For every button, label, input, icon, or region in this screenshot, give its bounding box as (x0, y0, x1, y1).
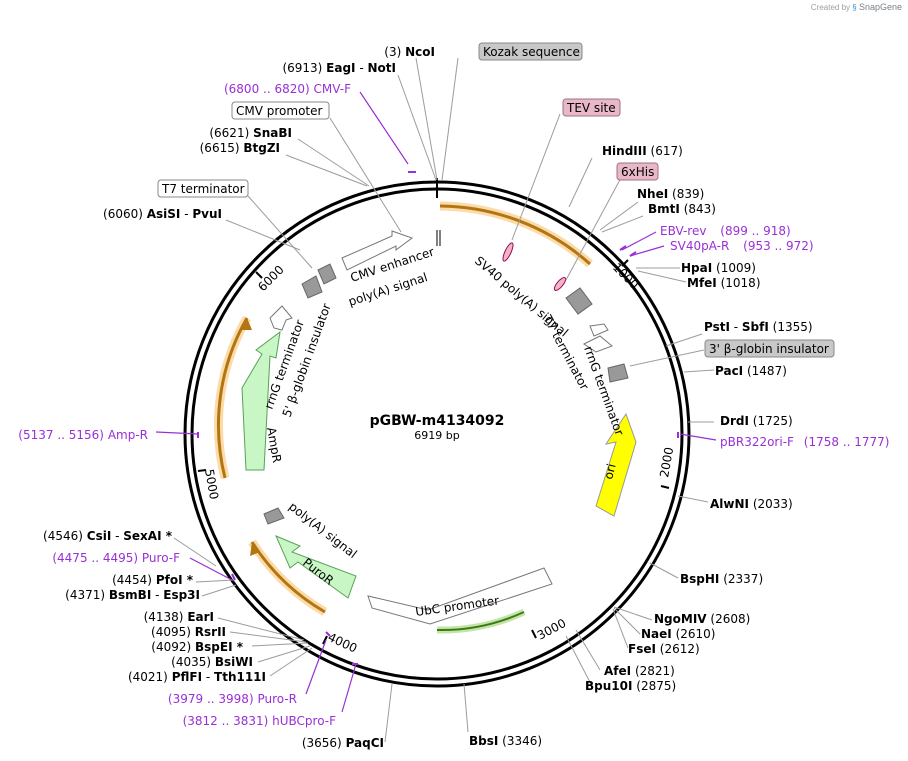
tick-3000 (531, 629, 537, 639)
polya-bottom-box (263, 507, 285, 525)
rrng-right-label: rrnG terminator (581, 344, 626, 437)
site-psti-sbfi: PstI - SbfI (1355) (704, 320, 813, 334)
site-naei: NaeI (2610) (641, 627, 715, 641)
tick-label-4000: 4000 (326, 630, 360, 656)
tev-label: TEV site (566, 101, 616, 115)
credit-brand: SnapGene (858, 2, 902, 12)
site-eari: (4138) EarI (144, 610, 214, 624)
site-mfei: MfeI (1018) (687, 276, 761, 290)
site-ncoi: (3) NcoI (384, 45, 435, 59)
tick-label-1000: 1000 (610, 260, 641, 291)
ori-label: ori (601, 462, 618, 481)
site-ngomiv: NgoMIV (2608) (654, 612, 750, 626)
cmv-promoter-label: CMV promoter (236, 104, 323, 118)
site-asisi-pvui: (6060) AsiSI - PvuI (103, 207, 222, 221)
site-bsphi: BspHI (2337) (680, 572, 763, 586)
plasmid-name: pGBW-m4134092 (370, 413, 505, 429)
site-bmti: BmtI (843) (648, 202, 716, 216)
site-bbsi: BbsI (3346) (469, 734, 542, 748)
site-drdi: DrdI (1725) (720, 414, 793, 428)
tev-mark (502, 242, 514, 262)
insulator3-label: 3' β-globin insulator (709, 342, 829, 356)
site-bsmbi-esp3i: (4371) BsmBI - Esp3I (65, 588, 200, 602)
site-bspei: (4092) BspEI * (151, 640, 243, 654)
site-bsiwi: (4035) BsiWI (171, 655, 253, 669)
site-paci: PacI (1487) (715, 364, 787, 378)
tick-6000 (255, 271, 263, 279)
site-leader-lines (173, 57, 715, 743)
primer-ebv-rev: EBV-rev (899 .. 918) (660, 224, 791, 238)
site-afei: AfeI (2821) (604, 664, 675, 678)
insulator3-box-label (704, 339, 835, 358)
primer-puro-r: (3979 .. 3998) Puro-R (168, 692, 297, 706)
credit-prefix: Created by (810, 3, 851, 12)
site-hindiii: HindIII (617) (602, 144, 683, 158)
tick-4000 (322, 635, 328, 645)
his-label: 6xHis (621, 165, 654, 179)
orf-arc-ampr (217, 317, 249, 479)
ubc-orf (436, 611, 525, 632)
site-rsrii: (4095) RsrII (151, 625, 226, 639)
site-fsei: FseI (2612) (628, 642, 700, 656)
site-nhei: NheI (839) (637, 187, 704, 201)
tick-label-6000: 6000 (255, 263, 286, 294)
kozak-label: Kozak sequence (483, 45, 580, 59)
tick-label-2000: 2000 (657, 446, 676, 479)
rrng-right-arrow-1 (589, 323, 609, 337)
his-mark (553, 277, 567, 291)
ori-arrow (595, 412, 637, 517)
puror-arrow (275, 535, 357, 599)
orf-arrow-puro (250, 542, 260, 556)
cmv-promoter-box (231, 101, 330, 120)
site-hpai: HpaI (1009) (681, 261, 756, 275)
orf-arc-top (439, 204, 591, 266)
kozak-box (478, 42, 583, 61)
tick-5000 (197, 469, 207, 472)
sv40-box (565, 287, 593, 315)
rrng-right-arrow-2 (583, 335, 613, 353)
snapgene-credit: Created by § SnapGene (811, 2, 902, 12)
site-eagi-noti: (6913) EagI - NotI (282, 61, 396, 75)
terminator-box-left-1 (301, 275, 323, 299)
t7-terminator-box (157, 179, 249, 198)
tick-label-5000: 5000 (202, 468, 221, 501)
tev-box (562, 98, 621, 117)
terminator-box-left-2 (317, 263, 337, 285)
primer-pbr322ori-f: pBR322ori-F (1758 .. 1777) (720, 435, 889, 449)
cmv-enhancer-arrow (341, 230, 414, 271)
t7-terminator-label: T7 terminator (161, 182, 245, 196)
ubc-promoter-arrow (367, 567, 553, 625)
primer-sv40pa-r: SV40pA-R (953 .. 972) (670, 239, 814, 253)
primer-hubcpro-f: (3812 .. 3831) hUBCpro-F (183, 714, 337, 728)
tick-marks (197, 259, 670, 645)
primer-cmv-f: (6800 .. 6820) CMV-F (224, 82, 351, 96)
his-box (616, 162, 659, 181)
tick-1000 (621, 259, 629, 267)
primer-puro-f: (4475 .. 4495) Puro-F (52, 551, 180, 565)
site-alwni: AlwNI (2033) (710, 497, 793, 511)
ampr-label: AmpR (264, 426, 284, 464)
tick-label-3000: 3000 (535, 616, 569, 643)
primer-marks (197, 171, 679, 665)
site-snabi: (6621) SnaBI (209, 126, 292, 140)
plasmid-length: 6919 bp (414, 429, 459, 442)
site-paqci: (3656) PaqCI (302, 736, 384, 750)
insulator3-box (607, 363, 629, 383)
ampr-arrow (241, 330, 281, 471)
primer-amp-r: (5137 .. 5156) Amp-R (18, 428, 148, 442)
site-bpu10i: Bpu10I (2875) (585, 679, 676, 693)
puror-label: PuroR (300, 555, 336, 588)
site-pfoi: (4454) PfoI * (112, 573, 194, 587)
primer-leader-lines (155, 91, 717, 713)
polya-bottom-label: poly(A) signal (286, 499, 359, 561)
orf-arc-top-glow (439, 201, 593, 268)
site-btgzi: (6615) BtgZI (200, 141, 280, 155)
snapgene-logo-icon: § (852, 3, 857, 12)
site-pflfi-tth111i: (4021) PflFI - Tth111I (128, 670, 266, 684)
tick-2000 (660, 485, 670, 489)
rrng-left-arrow (269, 305, 293, 331)
site-csii-sexai: (4546) CsiI - SexAI * (43, 529, 173, 543)
orf-arrow-ampr (240, 318, 252, 330)
